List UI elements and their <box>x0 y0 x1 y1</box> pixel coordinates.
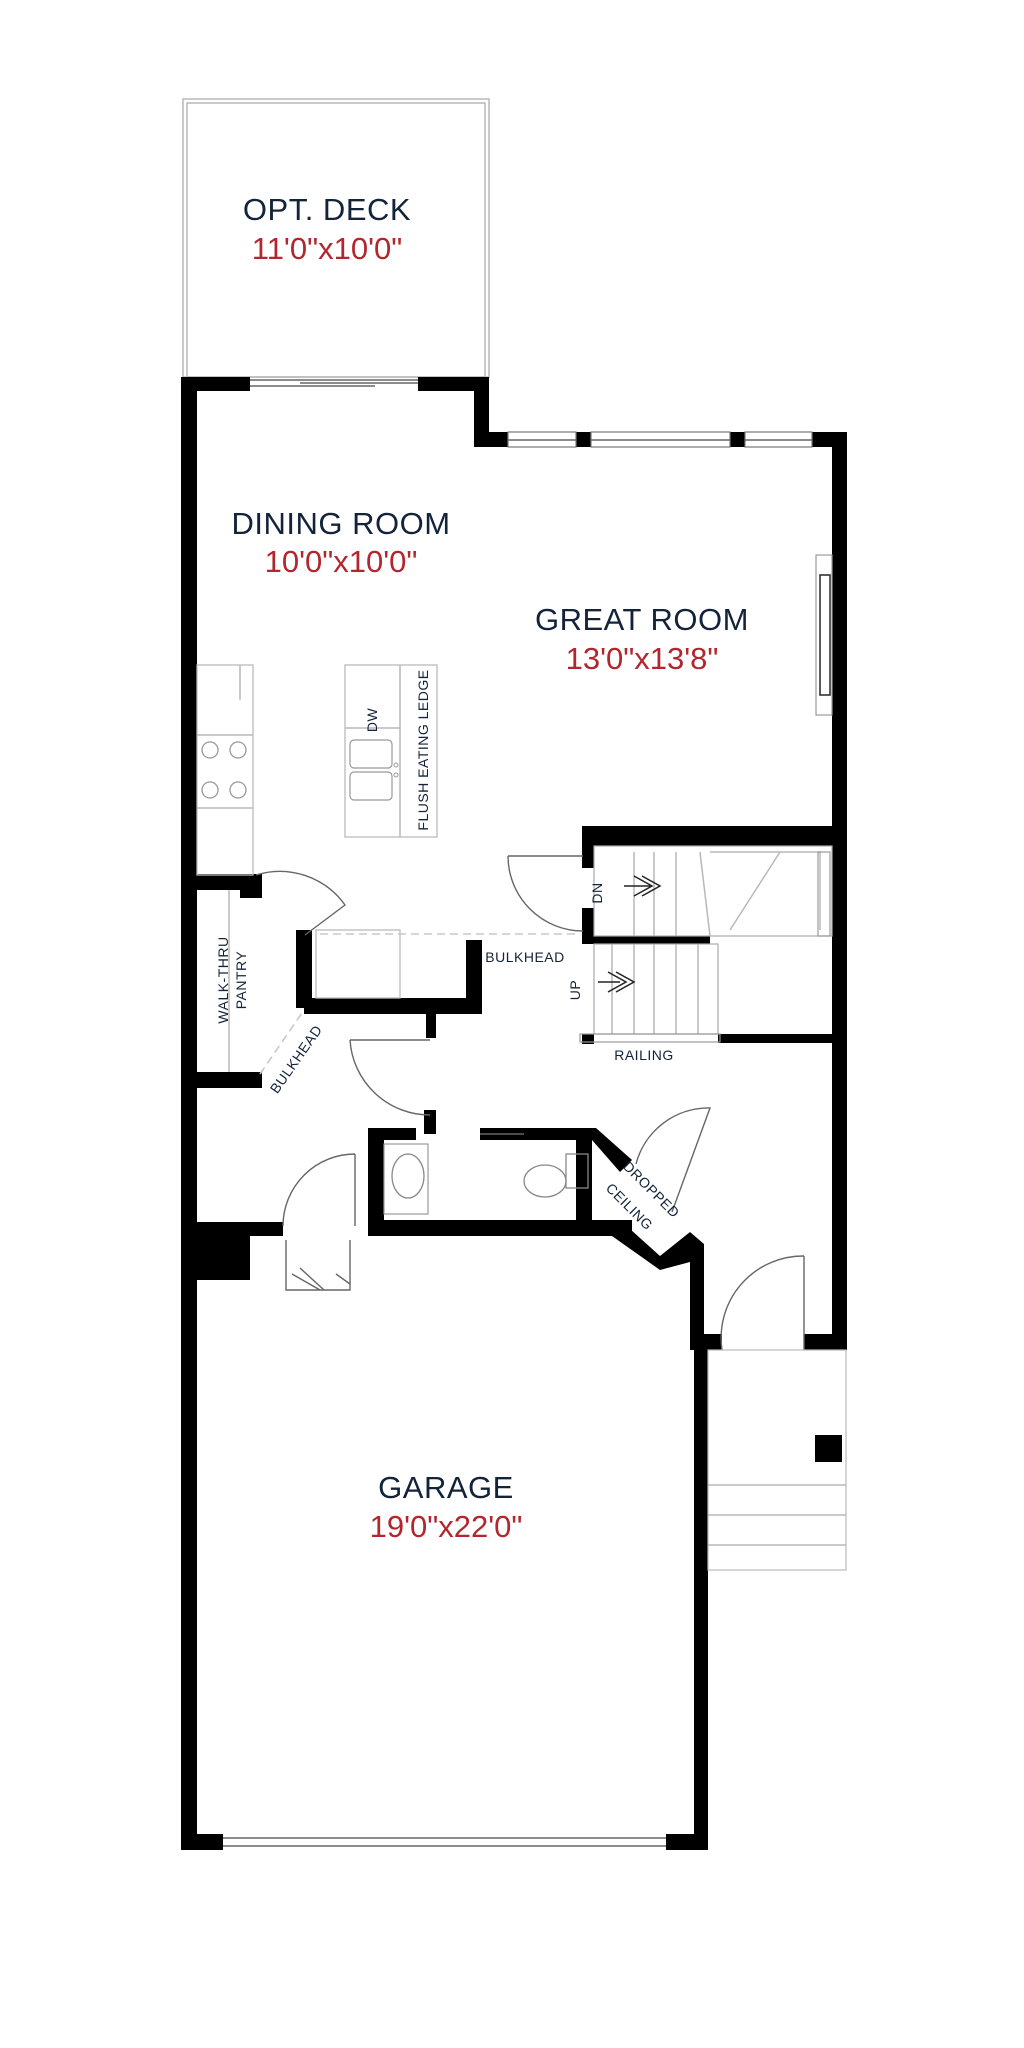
powder-fixtures <box>383 1143 589 1215</box>
railing-label: RAILING <box>614 1047 674 1063</box>
stair-down-label: DN <box>589 882 605 903</box>
garage-dims: 19'0"x22'0" <box>370 1509 523 1544</box>
door-swings <box>255 855 805 1351</box>
fireplace <box>815 554 833 716</box>
bulkhead-label: BULKHEAD <box>485 949 564 965</box>
great-room-dims: 13'0"x13'8" <box>566 641 719 676</box>
dining-dims: 10'0"x10'0" <box>265 544 418 579</box>
windows <box>223 379 813 1847</box>
deck-outline <box>182 98 490 378</box>
dining-name: DINING ROOM <box>231 506 450 541</box>
stairs <box>579 845 833 1043</box>
great-room-name: GREAT ROOM <box>535 602 749 637</box>
dw-label: DW <box>364 708 380 733</box>
deck-dims: 11'0"x10'0" <box>252 231 403 266</box>
entry-steps <box>285 1240 847 1571</box>
walls <box>181 377 847 1850</box>
pantry-label: PANTRY <box>233 951 249 1010</box>
stair-up-label: UP <box>567 980 583 1000</box>
kitchen-island <box>344 664 438 838</box>
pantry-bulkhead-label: BULKHEAD <box>267 1022 326 1096</box>
deck-name: OPT. DECK <box>243 192 411 227</box>
walk-thru-label: WALK-THRU <box>215 936 231 1023</box>
flush-ledge-label: FLUSH EATING LEDGE <box>415 669 431 830</box>
garage-name: GARAGE <box>378 1470 514 1505</box>
kitchen-counter <box>196 664 254 876</box>
pantry-details <box>228 890 580 1075</box>
